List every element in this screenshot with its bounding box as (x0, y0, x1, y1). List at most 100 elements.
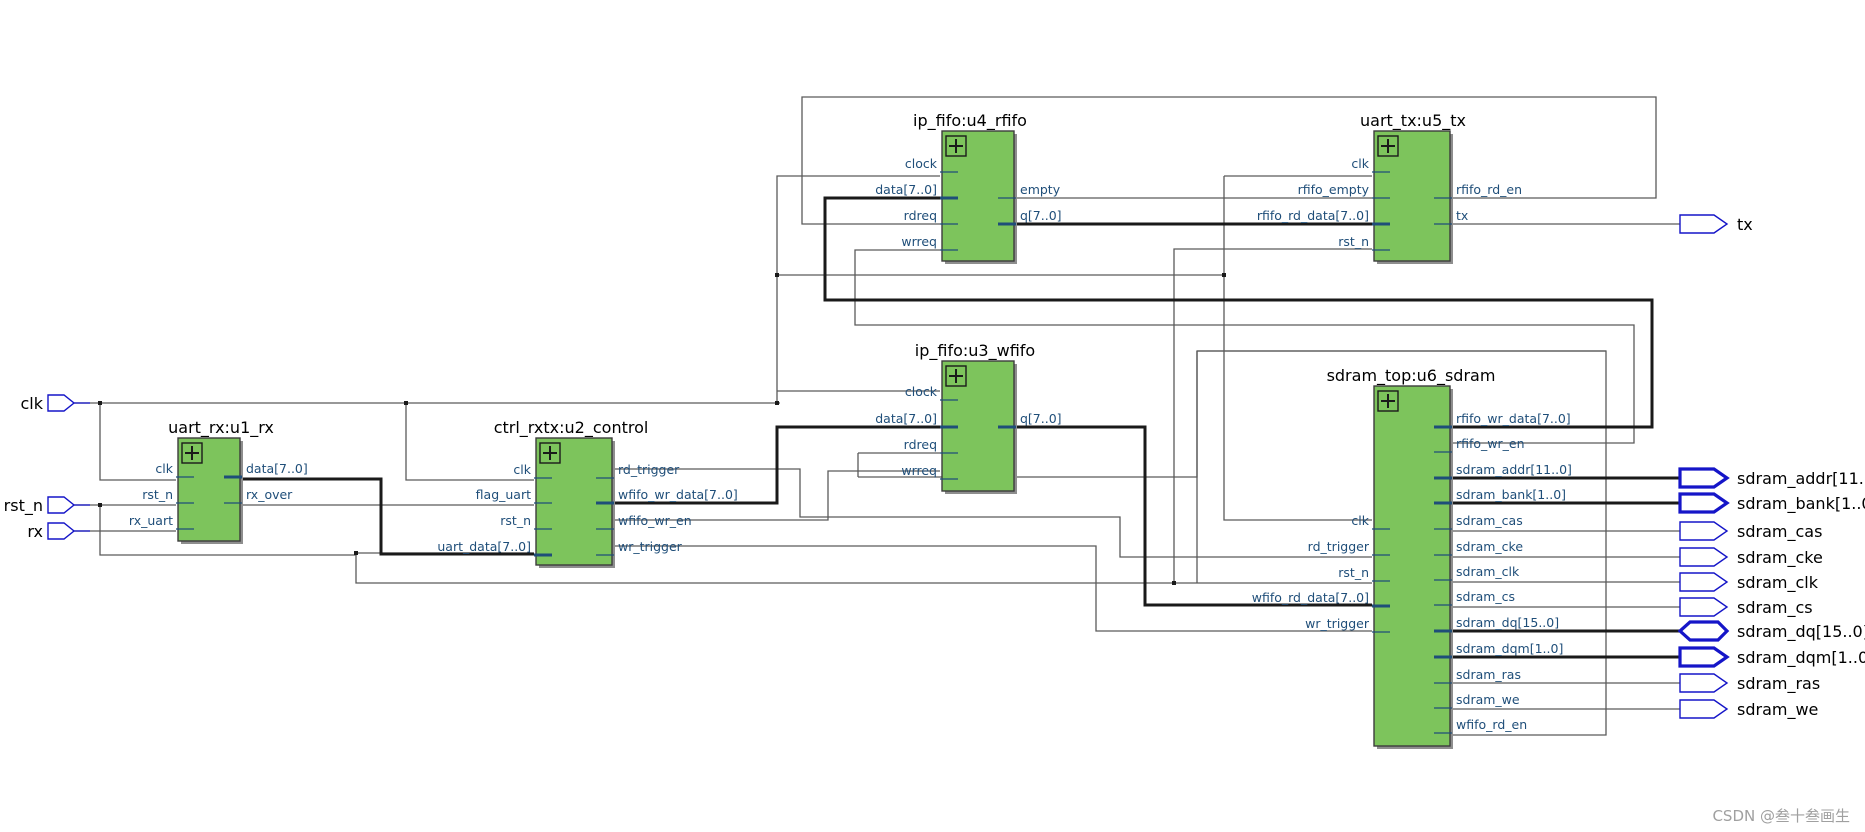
output-port-sdram-cs[interactable]: sdram_cs (1679, 597, 1813, 618)
output-port-symbol[interactable] (1679, 699, 1729, 719)
pin-in-rst-n[interactable]: rst_n (1338, 565, 1369, 580)
output-port-label: sdram_cas (1737, 522, 1822, 542)
pin-out-wfifo-wr-en[interactable]: wfifo_wr_en (618, 513, 692, 528)
module-u6[interactable]: sdram_top:u6_sdramclkrd_triggerrst_nwfif… (1252, 366, 1572, 749)
pin-out-rfifo-rd-en[interactable]: rfifo_rd_en (1456, 182, 1522, 197)
output-port-sdram-addr[interactable]: sdram_addr[11..0] (1678, 467, 1865, 489)
output-port-sdram-we[interactable]: sdram_we (1679, 699, 1818, 720)
expand-plus-icon[interactable] (1377, 390, 1399, 412)
module-u2[interactable]: ctrl_rxtx:u2_controlclkflag_uartrst_nuar… (437, 418, 738, 568)
pin-in-clock[interactable]: clock (905, 384, 938, 399)
pin-in-wr-trigger[interactable]: wr_trigger (1305, 616, 1370, 631)
input-port-rx[interactable]: rx (27, 522, 90, 541)
input-port-symbol[interactable] (47, 496, 76, 514)
pin-in-clk[interactable]: clk (155, 461, 173, 476)
pin-in-rst-n[interactable]: rst_n (500, 513, 531, 528)
input-port-symbol[interactable] (47, 394, 76, 412)
pin-out-empty[interactable]: empty (1020, 182, 1061, 197)
wire-clk (64, 175, 1372, 521)
output-port-symbol[interactable] (1678, 492, 1730, 514)
pin-out-sdram-cke[interactable]: sdram_cke (1456, 539, 1523, 554)
output-port-sdram-clk[interactable]: sdram_clk (1679, 572, 1819, 593)
output-port-symbol[interactable] (1677, 620, 1730, 642)
output-port-symbol[interactable] (1679, 673, 1729, 693)
input-port-clk[interactable]: clk (20, 394, 90, 413)
pin-in-data[interactable]: data[7..0] (875, 182, 937, 197)
pin-in-clk[interactable]: clk (513, 462, 531, 477)
output-port-symbol[interactable] (1679, 597, 1729, 617)
output-port-symbol[interactable] (1679, 214, 1729, 234)
pin-in-wfifo-rd-data[interactable]: wfifo_rd_data[7..0] (1252, 590, 1369, 605)
pin-in-uart-data[interactable]: uart_data[7..0] (437, 539, 531, 554)
pin-out-wfifo-rd-en[interactable]: wfifo_rd_en (1456, 717, 1527, 732)
bus-sdram-outs (1452, 476, 1680, 659)
pin-out-tx[interactable]: tx (1456, 208, 1468, 223)
expand-plus-icon[interactable] (945, 135, 967, 157)
expand-plus-icon[interactable] (1377, 135, 1399, 157)
pin-out-rx-over[interactable]: rx_over (246, 487, 293, 502)
output-port-symbol[interactable] (1678, 467, 1730, 489)
pin-out-wfifo-wr-data[interactable]: wfifo_wr_data[7..0] (618, 487, 738, 502)
output-port-tx[interactable]: tx (1679, 214, 1753, 234)
pin-out-sdram-cas[interactable]: sdram_cas (1456, 513, 1523, 528)
pin-in-wrreq[interactable]: wrreq (901, 234, 937, 249)
pin-in-rdreq[interactable]: rdreq (904, 437, 937, 452)
output-port-sdram-cke[interactable]: sdram_cke (1679, 547, 1823, 568)
module-u3[interactable]: ip_fifo:u3_wfifoclockdata[7..0]rdreqwrre… (875, 341, 1062, 494)
pin-in-flag-uart[interactable]: flag_uart (476, 487, 531, 502)
junction-dots (98, 273, 1226, 585)
output-port-sdram-dqm[interactable]: sdram_dqm[1..0] (1678, 646, 1865, 668)
expand-plus-icon[interactable] (181, 442, 203, 464)
wire-rd-trigger (614, 468, 1372, 558)
pin-out-wr-trigger[interactable]: wr_trigger (618, 539, 683, 554)
output-port-symbol[interactable] (1679, 547, 1729, 567)
input-port-rst-n[interactable]: rst_n (4, 496, 90, 516)
input-port-label: rst_n (4, 496, 43, 516)
pin-in-data[interactable]: data[7..0] (875, 411, 937, 426)
pin-out-q[interactable]: q[7..0] (1020, 208, 1062, 223)
pin-out-sdram-dqm[interactable]: sdram_dqm[1..0] (1456, 641, 1563, 656)
pin-out-rfifo-wr-en[interactable]: rfifo_wr_en (1456, 436, 1525, 451)
input-port-symbol[interactable] (47, 522, 76, 540)
pin-out-sdram-dq[interactable]: sdram_dq[15..0] (1456, 615, 1559, 630)
pin-out-q[interactable]: q[7..0] (1020, 411, 1062, 426)
wire-u3-rdreq (857, 350, 1606, 478)
module-body-u6[interactable] (1373, 385, 1451, 747)
pin-out-sdram-clk[interactable]: sdram_clk (1456, 564, 1520, 579)
pin-in-rdreq[interactable]: rdreq (904, 208, 937, 223)
pin-in-rx-uart[interactable]: rx_uart (129, 513, 173, 528)
output-port-sdram-ras[interactable]: sdram_ras (1679, 673, 1820, 694)
pin-out-sdram-addr[interactable]: sdram_addr[11..0] (1456, 462, 1572, 477)
pin-out-sdram-bank[interactable]: sdram_bank[1..0] (1456, 487, 1566, 502)
pin-in-rfifo-rd-data[interactable]: rfifo_rd_data[7..0] (1257, 208, 1369, 223)
output-port-sdram-bank[interactable]: sdram_bank[1..0] (1678, 492, 1865, 514)
input-port-label: rx (27, 522, 43, 541)
pin-out-data[interactable]: data[7..0] (246, 461, 308, 476)
module-u1[interactable]: uart_rx:u1_rxclkrst_nrx_uartdata[7..0]rx… (129, 418, 308, 544)
pin-in-wrreq[interactable]: wrreq (901, 463, 937, 478)
pin-in-rst-n[interactable]: rst_n (142, 487, 173, 502)
module-u5[interactable]: uart_tx:u5_txclkrfifo_emptyrfifo_rd_data… (1257, 111, 1522, 264)
pin-in-clk[interactable]: clk (1351, 513, 1369, 528)
output-port-symbol[interactable] (1679, 572, 1729, 592)
pin-in-rst-n[interactable]: rst_n (1338, 234, 1369, 249)
output-port-symbol[interactable] (1679, 521, 1729, 541)
pin-out-rd-trigger[interactable]: rd_trigger (618, 462, 680, 477)
expand-plus-icon[interactable] (945, 365, 967, 387)
pin-in-clk[interactable]: clk (1351, 156, 1369, 171)
input-port-label: clk (20, 394, 43, 413)
output-port-sdram-dq[interactable]: sdram_dq[15..0] (1677, 620, 1865, 642)
expand-plus-icon[interactable] (539, 442, 561, 464)
output-port-symbol[interactable] (1678, 646, 1730, 668)
bus-wfifo-wr-data (614, 425, 940, 505)
output-port-sdram-cas[interactable]: sdram_cas (1679, 521, 1822, 542)
module-title-u4: ip_fifo:u4_rfifo (913, 111, 1027, 131)
pin-out-sdram-cs[interactable]: sdram_cs (1456, 589, 1515, 604)
pin-out-rfifo-wr-data[interactable]: rfifo_wr_data[7..0] (1456, 411, 1571, 426)
pin-out-sdram-we[interactable]: sdram_we (1456, 692, 1520, 707)
pin-in-clock[interactable]: clock (905, 156, 938, 171)
pin-in-rfifo-empty[interactable]: rfifo_empty (1298, 182, 1370, 197)
pin-in-rd-trigger[interactable]: rd_trigger (1308, 539, 1370, 554)
pin-out-sdram-ras[interactable]: sdram_ras (1456, 667, 1521, 682)
